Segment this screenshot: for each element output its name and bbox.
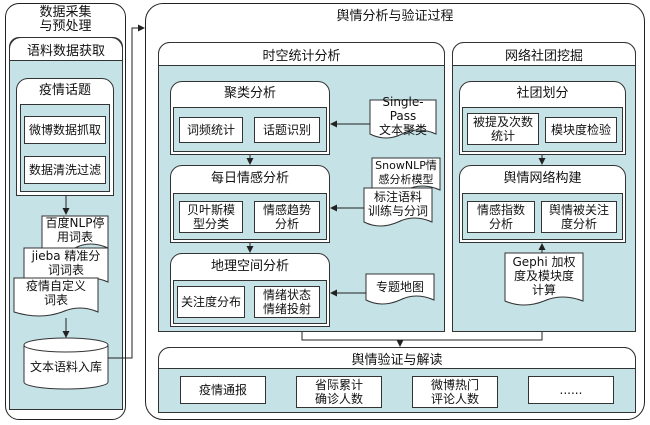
network-build-title: 舆情网络构建	[503, 171, 582, 186]
data-clean-box: 数据清洗过滤	[24, 156, 106, 184]
doc-gephi: Gephi 加权 度及模块度 计算	[512, 255, 576, 297]
community-title: 社团划分	[516, 86, 569, 101]
main-panel-title: 舆情分析与验证过程	[336, 9, 454, 24]
doc-custom-dict: 疫情自定义 词表	[25, 279, 86, 307]
topic-title: 疫情话题	[38, 83, 91, 98]
network-title: 网络社团挖掘	[452, 42, 636, 66]
doc-jieba-dict: jieba 精准分 词词表	[31, 249, 101, 277]
verify-item: ......	[528, 376, 614, 404]
verify-title: 舆情验证与解读	[158, 347, 636, 369]
corpus-acquisition-title: 语料数据获取	[9, 37, 123, 61]
modularity-box: 模块度检验	[545, 117, 617, 143]
doc-topic-map: 专题地图	[375, 280, 424, 294]
verify-item: 省际累计 确诊人数	[296, 376, 382, 408]
emotion-state-box: 情绪状态 情绪投射	[254, 286, 320, 318]
doc-baidu-stopwords: 百度NLP停 用词表	[45, 216, 105, 244]
doc-labeled-corpus: 标注语料 训练与分词	[367, 190, 428, 218]
geo-title: 地理空间分析	[210, 259, 289, 274]
spatio-title: 时空统计分析	[158, 42, 445, 66]
mention-count-box: 被提及次数 统计	[467, 113, 539, 145]
topic-detect-box: 话题识别	[254, 117, 320, 143]
cluster-title: 聚类分析	[223, 86, 276, 101]
left-panel-title: 数据采集 与预处理	[39, 5, 92, 34]
attention-analysis-box: 舆情被关注 度分析	[541, 201, 617, 233]
doc-snownlp: SnowNLP情 感分析模型	[375, 159, 437, 186]
verify-item: 微博热门 评论人数	[412, 376, 498, 408]
trend-box: 情感趋势 分析	[254, 201, 320, 233]
attention-dist-box: 关注度分布	[177, 286, 245, 318]
bayes-box: 贝叶斯模 型分类	[179, 201, 243, 233]
word-freq-box: 词频统计	[179, 117, 243, 143]
sentiment-index-box: 情感指数 分析	[467, 201, 535, 233]
verify-item: 疫情通报	[180, 376, 266, 404]
corpus-database: 文本语料入库	[29, 360, 102, 374]
weibo-crawl-box: 微博数据抓取	[24, 116, 106, 144]
daily-title: 每日情感分析	[210, 171, 289, 186]
doc-singlepass: Single-Pass 文本聚类	[379, 95, 427, 137]
